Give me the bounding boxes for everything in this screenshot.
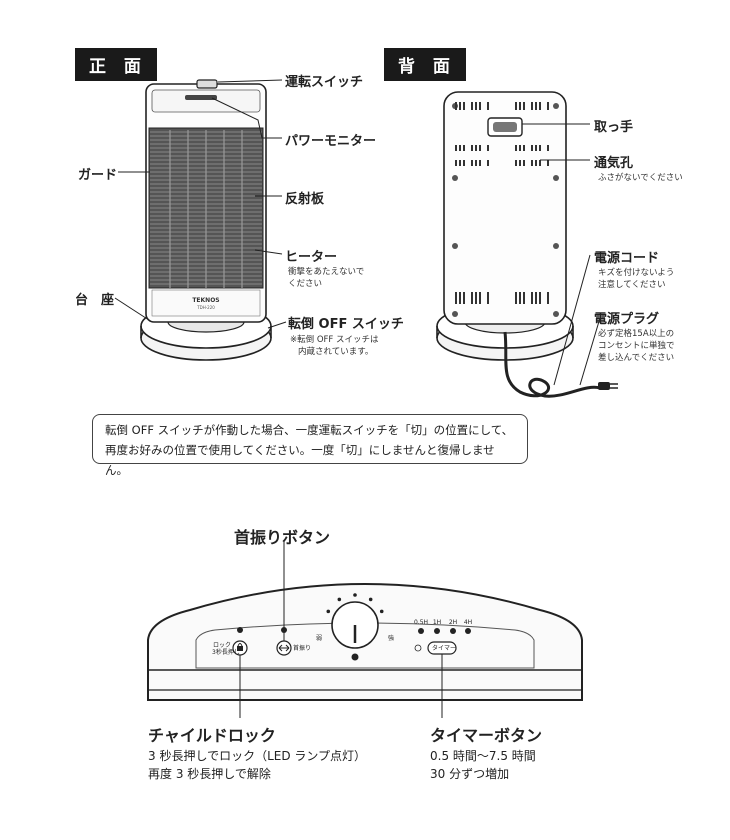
label-base: 台 座 [75,293,115,308]
label-child-lock: チャイルドロック [148,726,276,745]
front-logo: TEKNOS [192,297,219,304]
tipover-note: ※転倒 OFF スイッチは内蔵されています。 [290,335,379,357]
label-handle: 取っ手 [594,120,634,135]
label-swing-button: 首振りボタン [234,528,331,547]
label-run-switch: 運転スイッチ [285,75,364,90]
label-heater: ヒーター [285,250,338,265]
label-reflector: 反射板 [285,192,325,207]
front-heading: 正 面 [75,48,157,81]
cord-note: キズを付けないよう注意してください [598,268,675,290]
svg-text:弱: 弱 [316,635,322,642]
timer-step-label: 1H [433,619,441,626]
timer-note: 0.5 時間〜7.5 時間 30 分ずつ増加 [430,749,536,781]
control-panel-illustration: ロック 3秒長押し 首振り 弱 強 0.5H 1H 2H 4H タイマー [147,540,583,718]
svg-text:タイマー: タイマー [432,644,456,652]
front-heater-illustration: TEKNOS TDH-220 [114,79,618,398]
heater-note: 衝撃をあたえないでください [288,267,365,289]
child-lock-note: 3 秒長押しでロック（LED ランプ点灯） 再度 3 秒長押しで解除 [148,749,367,781]
label-vent: 通気孔 [594,156,634,171]
label-tipover-switch: 転倒 OFF スイッチ [288,317,404,332]
label-power-monitor: パワーモニター [285,134,377,149]
svg-text:強: 強 [388,634,394,642]
timer-step-label: 4H [464,619,472,626]
vent-note: ふさがないでください [598,173,683,183]
svg-text:ロック: ロック [213,642,231,649]
label-guard: ガード [78,168,118,183]
back-heading: 背 面 [384,48,466,81]
svg-text:3秒長押し: 3秒長押し [212,648,240,656]
front-model: TDH-220 [196,305,215,310]
timer-step-label: 2H [449,619,457,626]
plug-note: 必ず定格15A以上のコンセントに単独で差し込んでください [598,329,675,363]
label-power-plug: 電源プラグ [594,312,660,327]
tipover-notice-box: 転倒 OFF スイッチが作動した場合、一度運転スイッチを「切」の位置にして、 再… [92,414,528,477]
label-timer-button: タイマーボタン [430,726,543,745]
timer-step-label: 0.5H [414,619,428,626]
svg-text:首振り: 首振り [293,644,311,652]
label-power-cord: 電源コード [594,251,660,266]
